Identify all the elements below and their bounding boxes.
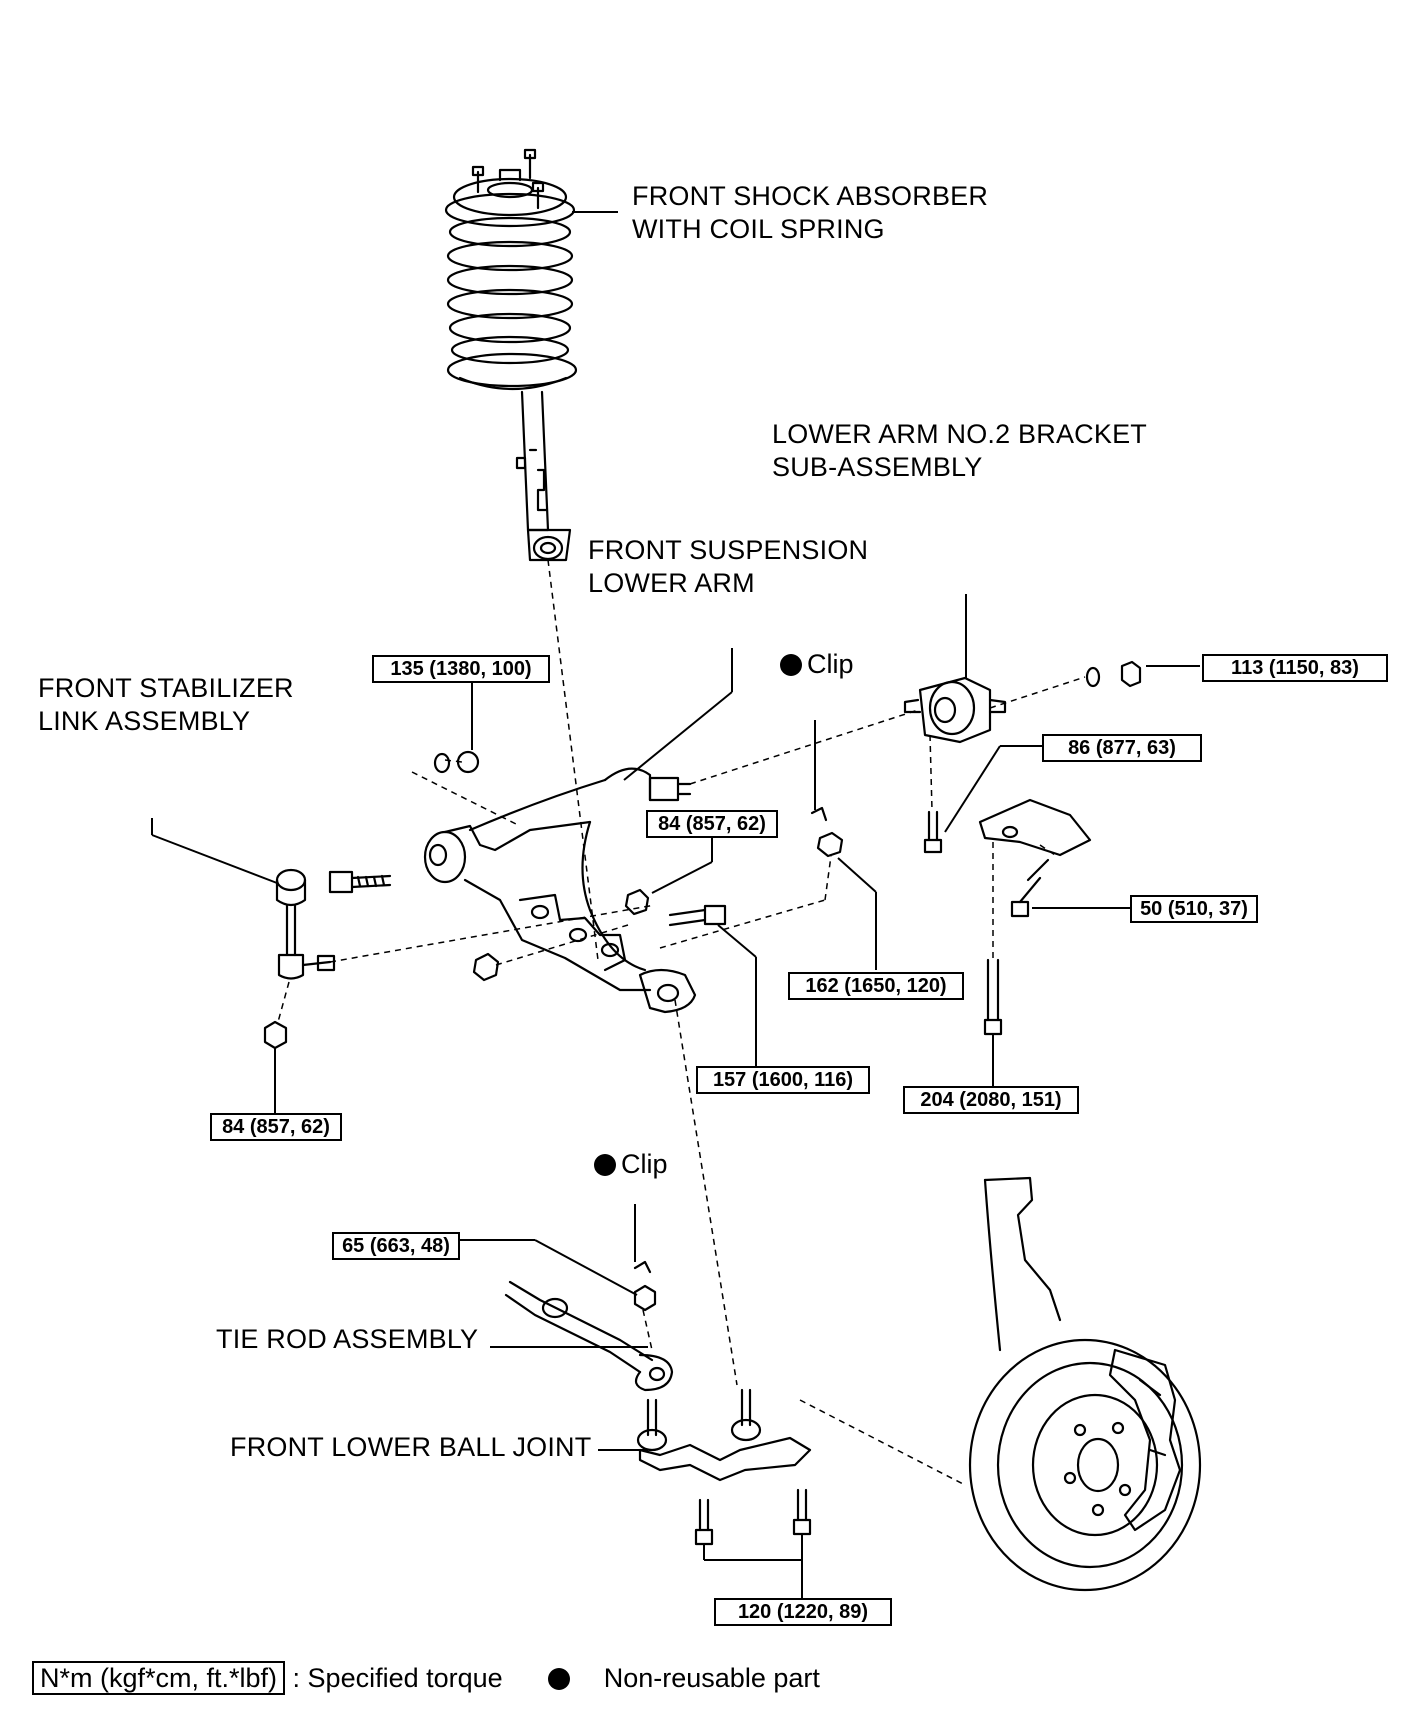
label-front-suspension-lower-arm: FRONT SUSPENSION LOWER ARM <box>588 534 868 600</box>
nonreusable-dot-icon <box>594 1154 616 1176</box>
torque-204: 204 (2080, 151) <box>903 1086 1079 1114</box>
legend-unit-box: N*m (kgf*cm, ft.*lbf) <box>32 1661 286 1695</box>
nonreusable-dot-icon <box>780 654 802 676</box>
legend-nonreusable-text: Non-reusable part <box>603 1663 820 1693</box>
label-line: LOWER ARM NO.2 BRACKET <box>772 419 1147 449</box>
nonreusable-dot-icon <box>547 1668 570 1690</box>
knuckle-disc-drawing <box>968 1176 1202 1592</box>
label-line: LINK ASSEMBLY <box>38 706 251 736</box>
label-front-stabilizer-link: FRONT STABILIZER LINK ASSEMBLY <box>38 672 294 738</box>
torque-84-lower: 84 (857, 62) <box>210 1113 342 1141</box>
torque-86: 86 (877, 63) <box>1042 734 1202 762</box>
shock-absorber-drawing <box>444 148 578 562</box>
label-line: FRONT SUSPENSION <box>588 535 869 565</box>
lower-arm-fasteners <box>328 750 844 982</box>
torque-120: 120 (1220, 89) <box>714 1598 892 1626</box>
torque-135: 135 (1380, 100) <box>372 655 550 683</box>
label-line: LOWER ARM <box>588 568 755 598</box>
leader-lines <box>151 211 1200 1598</box>
clip-text: Clip <box>807 649 854 679</box>
label-line: FRONT STABILIZER <box>38 673 294 703</box>
clip-label-upper: Clip <box>780 648 854 681</box>
lower-arm-drawing <box>423 767 697 1014</box>
torque-113: 113 (1150, 83) <box>1202 654 1388 682</box>
clip-text: Clip <box>621 1149 668 1179</box>
clip-label-lower: Clip <box>594 1148 668 1181</box>
label-lower-arm-bracket: LOWER ARM NO.2 BRACKET SUB-ASSEMBLY <box>772 418 1147 484</box>
torque-65: 65 (663, 48) <box>332 1232 460 1260</box>
legend: N*m (kgf*cm, ft.*lbf) : Specified torque… <box>32 1660 820 1696</box>
label-front-shock-absorber: FRONT SHOCK ABSORBER WITH COIL SPRING <box>632 180 988 246</box>
torque-84-upper: 84 (857, 62) <box>646 810 778 838</box>
label-tie-rod-assembly: TIE ROD ASSEMBLY <box>216 1324 479 1354</box>
legend-unit-text: : Specified torque <box>292 1663 503 1693</box>
ball-joint-drawing <box>636 1388 812 1546</box>
tie-rod-drawing <box>504 1260 674 1392</box>
torque-162: 162 (1650, 120) <box>788 972 964 1000</box>
assembly-dashed-lines <box>277 559 1086 1486</box>
label-line: SUB-ASSEMBLY <box>772 452 983 482</box>
label-line: FRONT SHOCK ABSORBER <box>632 181 989 211</box>
label-front-lower-ball-joint: FRONT LOWER BALL JOINT <box>230 1432 592 1462</box>
torque-157: 157 (1600, 116) <box>696 1066 870 1094</box>
label-line: WITH COIL SPRING <box>632 214 885 244</box>
torque-50: 50 (510, 37) <box>1130 895 1258 923</box>
stabilizer-link-drawing <box>263 868 336 1050</box>
